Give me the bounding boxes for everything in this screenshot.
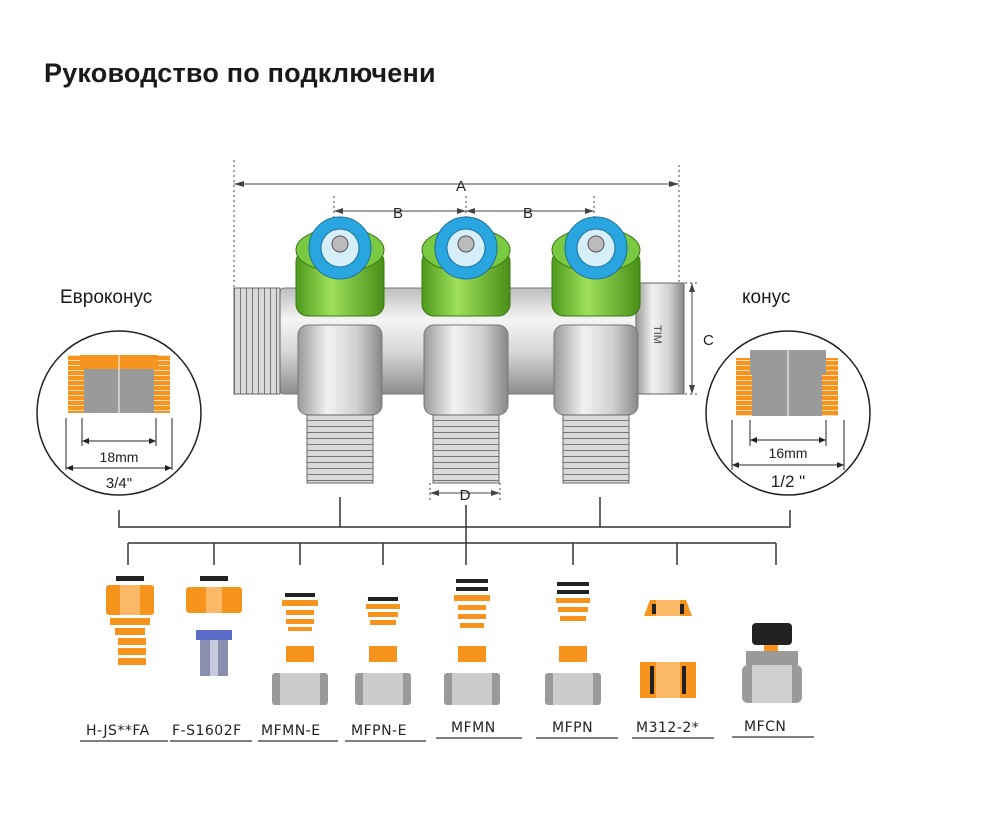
valve-3 [551,216,641,484]
dim-b-label-2: B [523,205,533,222]
fitting-h-js [106,576,154,665]
connection-tree [118,497,791,565]
dim-d-label: D [460,487,471,504]
code-mfpn-e: MFPN-E [351,723,407,739]
fitting-mfmn-e [272,593,328,705]
fitting-mfpn [545,582,601,705]
page-title: Руководство по подключени [44,58,436,88]
fitting-mfcn [742,623,802,703]
valve-2 [421,216,511,484]
euroconus-detail: 18mm 3/4" [36,330,202,496]
conus-detail: 16mm 1/2 " [705,330,871,496]
fitting-f-s1602f [186,576,242,676]
code-m312: M312-2* [636,720,700,736]
body-marking: TIM [651,325,663,344]
fitting-mfmn [444,579,500,705]
code-mfmn-e: MFMN-E [261,723,321,739]
code-f-s1602f: F-S1602F [172,723,242,739]
conus-diameter: 16mm [769,445,808,461]
valve-1 [295,216,385,484]
code-h-js: H-JS**FA [86,723,150,739]
conus-label: конус [742,287,791,308]
dim-b-label-1: B [393,205,403,222]
euroconus-thread: 3/4" [106,475,132,492]
code-mfcn: MFCN [744,719,787,735]
fitting-m312 [640,600,696,698]
right-nut [635,282,685,395]
euroconus-diameter: 18mm [100,449,139,465]
dim-a-label: A [456,178,466,195]
conus-thread: 1/2 " [771,472,805,491]
code-mfpn: MFPN [552,720,594,736]
dim-c-label: C [703,332,714,349]
fitting-mfpn-e [355,597,411,705]
left-thread [233,287,281,395]
code-mfmn: MFMN [451,720,496,736]
euroconus-label: Евроконус [60,287,153,308]
